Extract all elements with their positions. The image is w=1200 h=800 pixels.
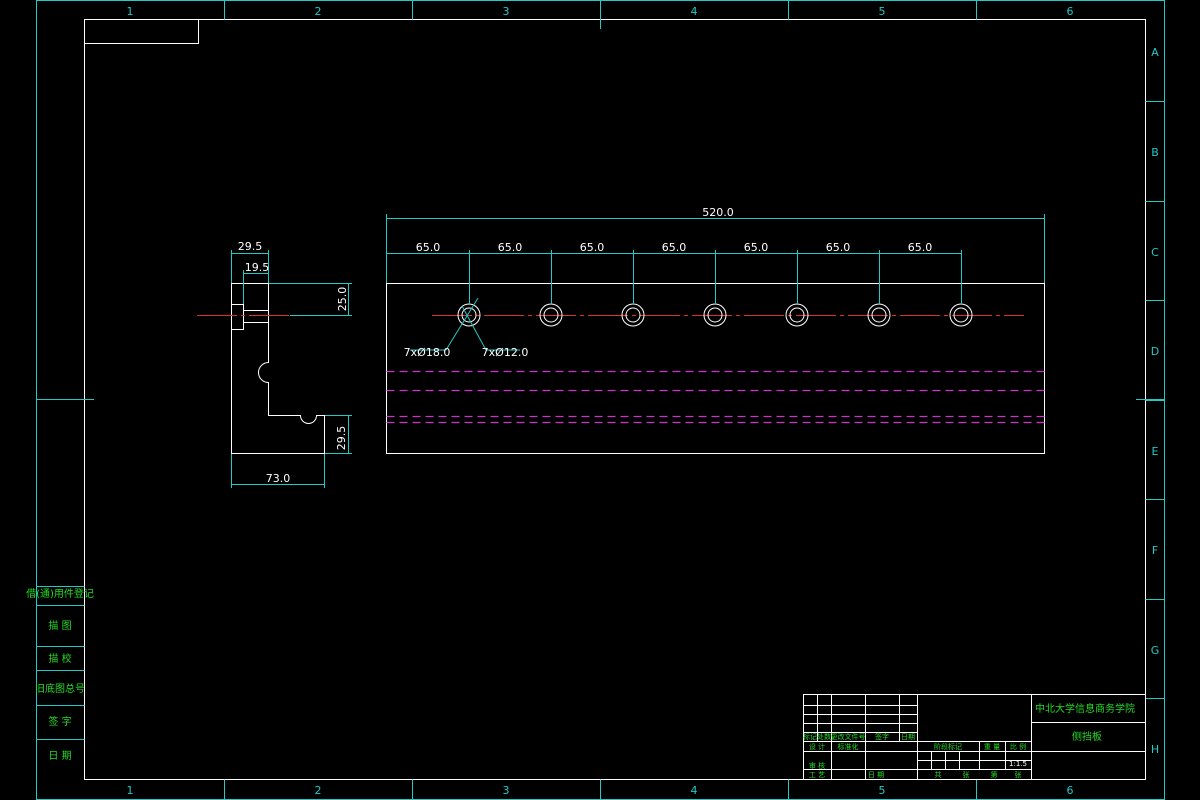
- zone-col-1-bottom: 1: [127, 784, 134, 797]
- label-scale: 比 例: [1010, 742, 1026, 751]
- zone-row-e: E: [1152, 445, 1159, 458]
- dim-overall-length: 520.0: [702, 206, 734, 219]
- dim-pitch-4: 65.0: [662, 241, 687, 254]
- hole-callout-inner: 7xØ12.0: [482, 346, 529, 359]
- zone-row-h: H: [1151, 743, 1159, 756]
- header-count: 处数: [817, 732, 831, 741]
- sheet-unit-label-2: 张: [1015, 770, 1022, 779]
- header-change-doc: 更改文件号: [831, 732, 866, 741]
- school-name: 中北大学信息商务学院: [1035, 702, 1135, 715]
- dim-pitch-5: 65.0: [744, 241, 769, 254]
- zone-row-d: D: [1151, 345, 1159, 358]
- side-view: 29.5 19.5 25.0 29.5 73.0: [197, 240, 352, 488]
- outer-border: [36, 0, 1165, 800]
- zone-col-5-bottom: 5: [879, 784, 886, 797]
- zone-col-6-bottom: 6: [1067, 784, 1074, 797]
- dim-pitch-7: 65.0: [908, 241, 933, 254]
- zone-col-4: 4: [691, 5, 698, 18]
- dim-pitch-1: 65.0: [416, 241, 441, 254]
- zone-row-b: B: [1151, 146, 1159, 159]
- side-table-row-2: 描 图: [48, 619, 71, 632]
- front-view-outline: [386, 283, 1045, 454]
- zone-col-2: 2: [315, 5, 322, 18]
- zone-col-4-bottom: 4: [691, 784, 698, 797]
- dim-top-width: 29.5: [238, 240, 263, 253]
- sheet-total-label: 共: [935, 770, 942, 779]
- dim-bottom-height: 29.5: [335, 426, 348, 451]
- label-process-date: 日 期: [868, 771, 884, 779]
- label-stage-mark: 阶段标记: [934, 742, 962, 751]
- dim-top-height: 25.0: [336, 287, 349, 312]
- label-process: 工 艺: [809, 771, 825, 779]
- side-table: 借(通)用件登记 描 图 描 校 旧底图总号 签 字 日 期: [26, 586, 94, 762]
- label-weight: 重 量: [984, 743, 1000, 751]
- zone-row-g: G: [1151, 644, 1160, 657]
- header-signature: 签字: [875, 732, 889, 741]
- sheet-unit-label-1: 张: [963, 770, 970, 779]
- inner-frame: [84, 19, 1146, 780]
- zone-col-3-bottom: 3: [503, 784, 510, 797]
- side-table-row-5: 签 字: [48, 715, 71, 728]
- zone-dividers: [36, 0, 1164, 800]
- dim-base-width: 73.0: [266, 472, 291, 485]
- title-block: 中北大学信息商务学院 侧挡板 标记 处数 更改文件号 签字 日期 设 计 标准化…: [803, 694, 1146, 780]
- side-table-row-1: 借(通)用件登记: [26, 587, 94, 600]
- dim-pitch-6: 65.0: [826, 241, 851, 254]
- sheet-number-label: 第: [991, 770, 998, 779]
- label-standardization: 标准化: [838, 742, 859, 751]
- label-review: 审 核: [809, 761, 825, 770]
- header-date: 日期: [901, 733, 915, 741]
- dim-inner-width: 19.5: [245, 261, 270, 274]
- part-name: 侧挡板: [1072, 730, 1102, 743]
- front-view: 520.0 65.0 65.0 65.0 65.0 65.0 65.0 65.0…: [386, 206, 1045, 454]
- zone-col-5: 5: [879, 5, 886, 18]
- dim-pitch-2: 65.0: [498, 241, 523, 254]
- dim-pitch-3: 65.0: [580, 241, 605, 254]
- header-mark: 标记: [803, 732, 817, 741]
- side-table-row-6: 日 期: [48, 750, 71, 762]
- label-design: 设 计: [809, 742, 825, 751]
- zone-col-1: 1: [127, 5, 134, 18]
- side-table-row-4: 旧底图总号: [35, 682, 85, 695]
- hole-callout-outer: 7xØ18.0: [404, 346, 451, 359]
- corner-box: [84, 19, 199, 44]
- zone-row-c: C: [1151, 246, 1159, 259]
- side-view-counterbore: [231, 304, 244, 330]
- zone-row-f: F: [1152, 544, 1158, 557]
- side-view-outline: [231, 283, 325, 454]
- zone-col-3: 3: [503, 5, 510, 18]
- zone-labels: 1 2 3 4 5 6 1 2 3 4 5 6 A B C D E F G H: [127, 5, 1160, 797]
- zone-col-2-bottom: 2: [315, 784, 322, 797]
- side-table-row-3: 描 校: [48, 652, 71, 665]
- zone-row-a: A: [1151, 46, 1159, 59]
- scale-value: 1:1.5: [1009, 760, 1027, 768]
- zone-col-6: 6: [1067, 5, 1074, 18]
